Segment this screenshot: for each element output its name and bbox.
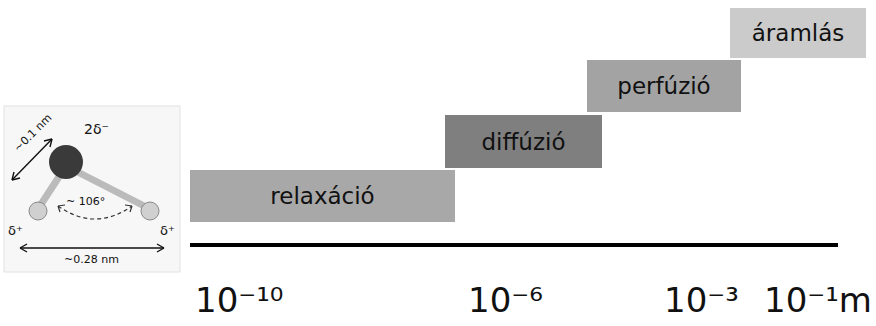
band-label: relaxáció xyxy=(270,183,374,209)
scale-band: áramlás xyxy=(730,8,866,58)
band-label: áramlás xyxy=(752,20,845,46)
band-label: perfúzió xyxy=(617,73,710,99)
water-molecule xyxy=(12,139,164,252)
molecule-panel xyxy=(4,106,180,272)
scale-tick: 10⁻¹m xyxy=(764,283,872,317)
charge-label: δ⁺ xyxy=(8,224,23,237)
scale-tick: 10⁻⁶ xyxy=(468,283,543,317)
charge-label: 2δ⁻ xyxy=(84,122,109,136)
scale-band: relaxáció xyxy=(190,170,455,222)
width-label: ~0.28 nm xyxy=(64,254,119,265)
scale-band: perfúzió xyxy=(587,60,741,112)
scale-tick: 10⁻³ xyxy=(664,283,739,317)
scale-band: diffúzió xyxy=(445,115,602,168)
band-label: diffúzió xyxy=(482,129,566,155)
scale-tick: 10⁻¹⁰ xyxy=(195,283,283,317)
axis-line xyxy=(190,243,838,247)
angle-label: ~ 106° xyxy=(66,196,105,207)
charge-label: δ⁺ xyxy=(160,224,175,237)
